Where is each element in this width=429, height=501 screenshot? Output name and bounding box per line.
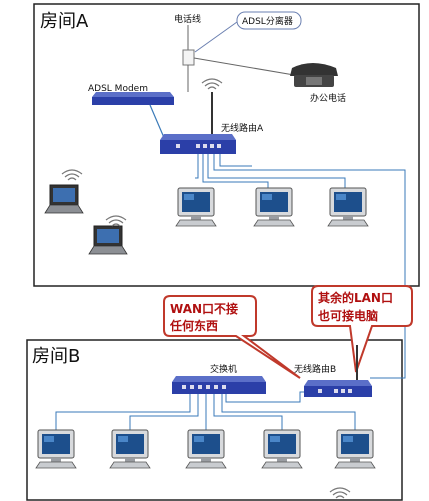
adsl-modem-label: ADSL Modem — [88, 84, 148, 94]
lan-callout: 其余的LAN口 也可接电脑 — [311, 285, 413, 373]
router-a-device — [160, 134, 236, 154]
room-a-title: 房间A — [40, 11, 89, 32]
laptop-1-wifi-icon — [61, 169, 83, 181]
switch-router-b-cables — [225, 391, 304, 403]
bottom-wifi-icon — [329, 487, 351, 499]
room-b-pc-5 — [334, 429, 376, 469]
router-a-wifi-icon — [201, 78, 223, 90]
switch-device — [172, 376, 266, 394]
router-b-label: 无线路由B — [294, 363, 336, 375]
room-a-pc-1 — [175, 187, 217, 227]
wan-callout-line2: 任何东西 — [169, 318, 218, 333]
room-b-title: 房间B — [32, 346, 80, 367]
lan-callout-line1: 其余的LAN口 — [318, 290, 393, 305]
phone-line-label: 电话线 — [174, 13, 201, 25]
room-a-pc-3 — [327, 187, 369, 227]
router-a-cables — [195, 154, 406, 379]
splitter-phone-wire — [193, 57, 301, 77]
room-b-pc-2 — [109, 429, 151, 469]
splitter-pointer — [194, 21, 238, 53]
modem-router-wire — [149, 104, 166, 141]
router-b-device — [304, 380, 372, 397]
adsl-splitter-label: ADSL分离器 — [242, 15, 293, 27]
room-a-frame — [33, 3, 420, 287]
adsl-splitter-box — [236, 11, 302, 30]
router-a-label: 无线路由A — [221, 122, 264, 134]
room-b-pc-3 — [185, 429, 227, 469]
wan-callout: WAN口不接 任何东西 — [163, 295, 301, 379]
wan-callout-line1: WAN口不接 — [170, 301, 238, 316]
room-b-pc-1 — [35, 429, 77, 469]
lan-callout-line2: 也可接电脑 — [318, 308, 378, 323]
laptop-2-wifi-icon — [105, 215, 127, 227]
office-phone-label: 办公电话 — [310, 92, 346, 104]
adsl-modem-device — [92, 92, 174, 105]
room-b-frame — [26, 339, 403, 501]
laptop-2-icon — [88, 225, 128, 255]
room-b-pc-4 — [261, 429, 303, 469]
laptop-1-icon — [44, 184, 84, 214]
office-phone-icon — [290, 63, 338, 87]
adsl-splitter-device — [182, 49, 195, 66]
switch-pc-cables — [55, 394, 356, 430]
switch-label: 交换机 — [210, 363, 237, 375]
room-a-pc-2 — [253, 187, 295, 227]
